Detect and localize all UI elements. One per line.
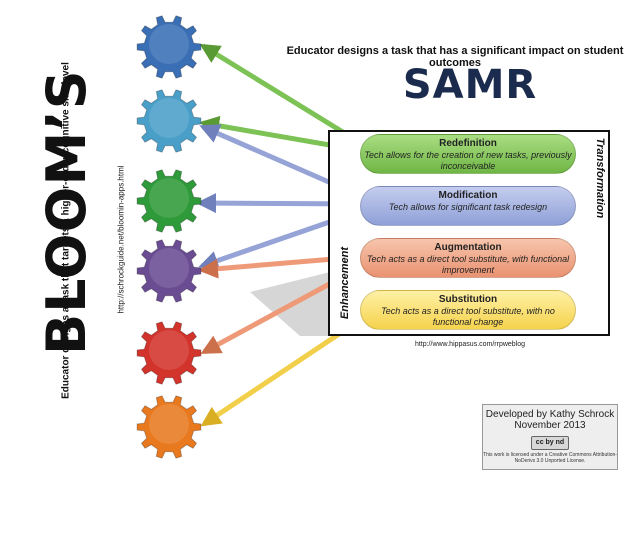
credit-box: Developed by Kathy Schrock November 2013… [482, 404, 618, 470]
gear-shape [136, 321, 202, 385]
gear-icon [136, 169, 202, 233]
augmentation-title: Augmentation [434, 242, 502, 253]
samr-caption: Educator designs a task that has a signi… [286, 45, 624, 69]
samr-title: SAMR [402, 62, 538, 108]
gear-highlight [149, 330, 189, 370]
gear-evaluating: Evaluating [136, 88, 202, 199]
gear-shape [136, 169, 202, 233]
modification-title: Modification [438, 190, 498, 201]
credit-date: November 2013 [514, 420, 586, 431]
gear-icon [136, 239, 202, 303]
samr-redefinition: Redefinition Tech allows for the creatio… [360, 134, 576, 174]
gear-icon [136, 89, 202, 153]
gear-icon [136, 321, 202, 385]
gear-shape [136, 89, 202, 153]
samr-url: http://www.hippasus.com/rrpweblog [414, 341, 526, 348]
credit-author: Developed by Kathy Schrock [485, 409, 615, 420]
gear-highlight [149, 24, 189, 64]
samr-substitution: Substitution Tech acts as a direct tool … [360, 290, 576, 330]
gear-remembering: Remembering [136, 394, 202, 512]
redefinition-desc: Tech allows for the creation of new task… [364, 150, 572, 171]
gear-highlight [149, 404, 189, 444]
gear-highlight [149, 178, 189, 218]
blooms-url: http://schrockguide.net/bloomin-apps.htm… [116, 165, 126, 314]
gear-shape [136, 395, 202, 459]
gear-icon [136, 15, 202, 79]
gear-analyzing: Analyzing [136, 168, 202, 284]
samr-augmentation: Augmentation Tech acts as a direct tool … [360, 238, 576, 278]
substitution-title: Substitution [438, 294, 498, 305]
substitution-desc: Tech acts as a direct tool substitute, w… [381, 306, 555, 327]
gear-highlight [149, 248, 189, 288]
license-text: This work is licensed under a Creative C… [483, 452, 617, 464]
gear-applying: Applying [136, 238, 202, 348]
redefinition-title: Redefinition [439, 138, 497, 149]
transformation-label: Transformation [594, 137, 606, 219]
bloom-samr-diagram: Educator designs a task that targets a h… [35, 14, 624, 512]
gear-creating: Creating [136, 14, 202, 123]
gear-shape [136, 239, 202, 303]
augmentation-desc: Tech acts as a direct tool substitute, w… [366, 254, 570, 275]
gear-icon [136, 395, 202, 459]
cc-license-badge[interactable]: cc by nd [531, 436, 569, 450]
gear-highlight [149, 98, 189, 138]
modification-desc: Tech allows for significant task redesig… [388, 202, 548, 212]
samr-modification: Modification Tech allows for significant… [360, 186, 576, 226]
gear-shape [136, 15, 202, 79]
gear-understanding: Understanding [136, 320, 202, 437]
blooms-title: BLOOM’S [35, 69, 98, 355]
enhancement-label: Enhancement [339, 246, 351, 320]
